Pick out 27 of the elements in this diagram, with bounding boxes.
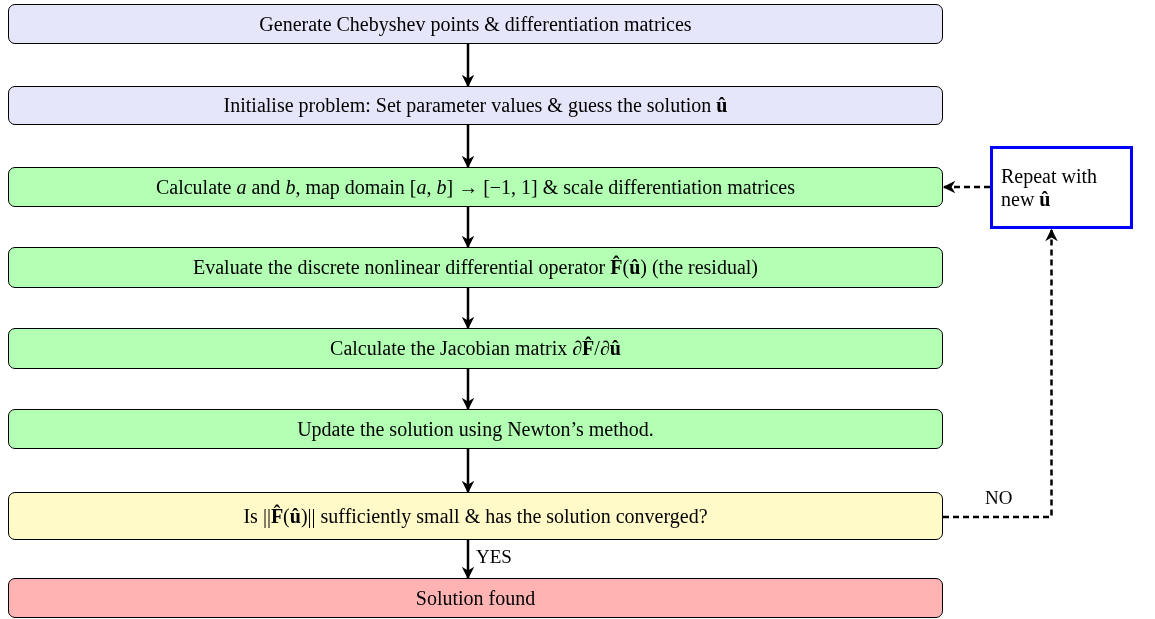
process-box [8, 247, 943, 288]
arrow [461, 207, 475, 249]
node-text: Calculate the Jacobian matrix ∂F̂/∂û [330, 337, 621, 360]
arrow [461, 44, 475, 88]
process-box [8, 492, 943, 540]
process-box [8, 578, 943, 618]
process-box [8, 409, 943, 449]
node-text: Repeat with new û [1001, 164, 1099, 211]
node-text: Is ||F̂(û)|| sufficiently small & has the solution converged? [243, 504, 708, 528]
arrow [461, 540, 475, 580]
arrow [461, 449, 475, 494]
arrow [942, 180, 990, 194]
arrow [461, 288, 475, 330]
arrow [461, 369, 475, 411]
process-box [8, 167, 943, 207]
note-box [990, 146, 1133, 229]
node-text: Calculate a and b, map domain [a, b] → [−1, 1] & scale differentiation matrices [155, 175, 796, 199]
node-text: Solution found [415, 586, 536, 610]
node-text: Initialise problem: Set parameter values & guess the solution û [223, 94, 728, 117]
process-box [8, 4, 943, 44]
node-text: Generate Chebyshev points & differentiation matrices [259, 12, 692, 36]
arrow [943, 228, 1058, 519]
process-box [8, 86, 943, 125]
process-box [8, 328, 943, 369]
node-text: Update the solution using Newton’s method. [297, 417, 654, 441]
node-text: Evaluate the discrete nonlinear differential operator F̂(û) (the residual) [193, 256, 758, 279]
arrow [461, 125, 475, 169]
